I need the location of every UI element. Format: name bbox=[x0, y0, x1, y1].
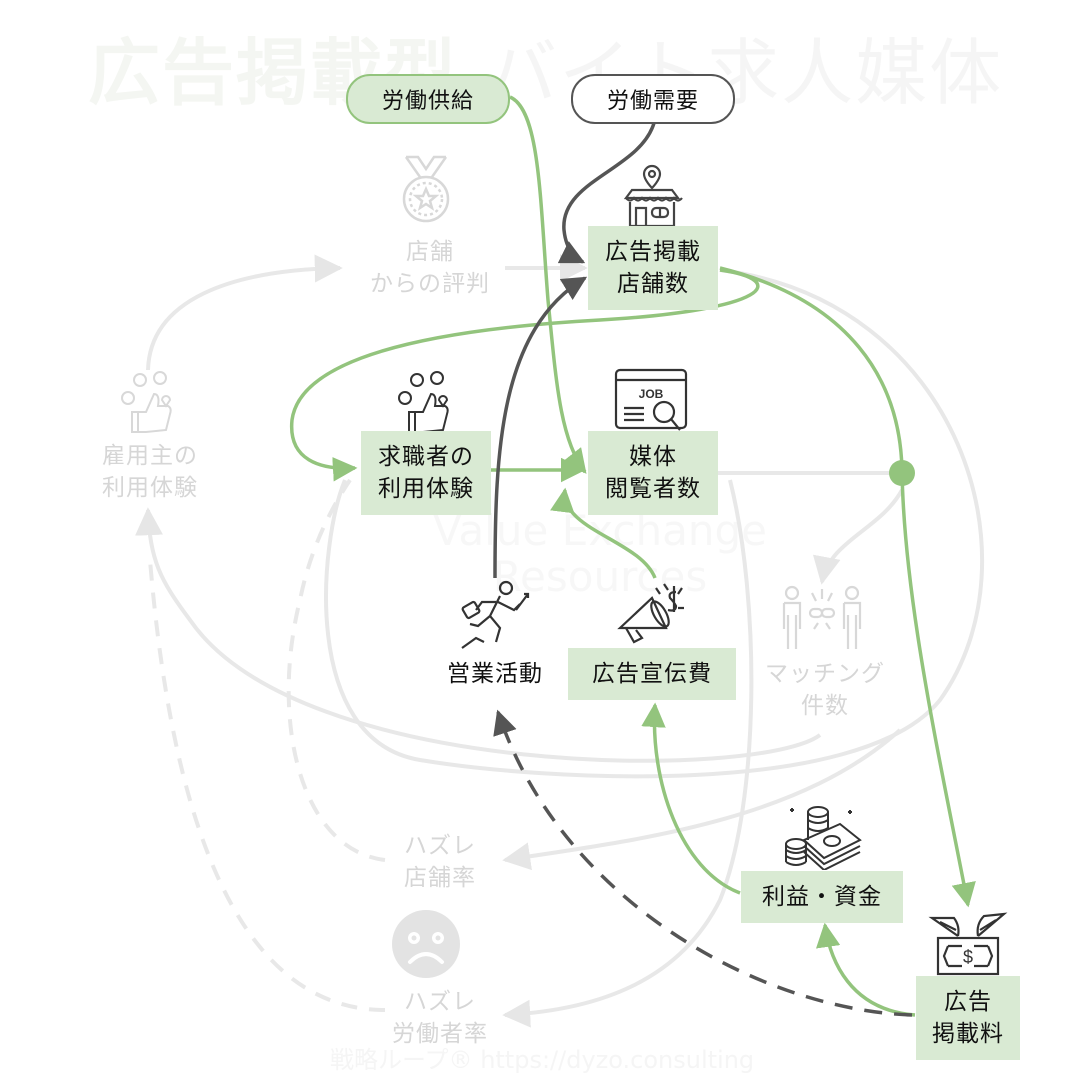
edge-demand-to-stores bbox=[557, 122, 656, 264]
edge-adspend-to-viewers bbox=[550, 487, 657, 579]
running-businessman-icon bbox=[461, 580, 530, 649]
edge-miss-store-to-seeker bbox=[286, 478, 386, 862]
node-sales-activity[interactable]: 営業活動 bbox=[447, 661, 543, 687]
feedback-thumbs-up-icon bbox=[398, 371, 449, 433]
edge-employer-to-reputation bbox=[146, 254, 343, 371]
feedback-thumbs-up-icon bbox=[121, 371, 172, 433]
node-ad-spend[interactable]: 広告宣伝費 bbox=[568, 648, 736, 700]
edge-viewers-down bbox=[502, 479, 754, 1028]
node-employer-experience[interactable]: 雇用主の 利用体験 bbox=[102, 443, 198, 501]
node-media-viewers[interactable]: 媒体 閲覧者数 bbox=[588, 431, 718, 515]
sad-face-icon bbox=[392, 910, 460, 978]
node-ad-stores[interactable]: 広告掲載 店舗数 bbox=[588, 226, 718, 310]
edge-miss-worker-to-employer bbox=[148, 559, 386, 1012]
watermark-line1: Value Exchange bbox=[433, 506, 767, 555]
footer-credit: 戦略ループ® https://dyzo.consulting bbox=[330, 1046, 755, 1074]
svg-text:JOB: JOB bbox=[639, 387, 664, 401]
node-profit-funds[interactable]: 利益・資金 bbox=[741, 871, 903, 923]
junction-dot bbox=[889, 460, 915, 486]
flying-money-icon: $ bbox=[928, 912, 1008, 976]
edge-matching-to-employer bbox=[135, 507, 822, 763]
job-search-icon: JOB bbox=[614, 368, 688, 431]
store-location-icon bbox=[623, 164, 683, 228]
node-label: 労働需要 bbox=[606, 89, 699, 114]
edge-fee-to-sales bbox=[493, 709, 913, 1017]
edge-stores-to-fee bbox=[719, 266, 976, 908]
edge-node-to-matching bbox=[812, 489, 904, 585]
megaphone-money-icon bbox=[617, 583, 684, 644]
node-label: 労働供給 bbox=[381, 89, 474, 114]
edge-fee-to-profit bbox=[815, 922, 916, 1017]
node-labor-supply[interactable]: 労働供給 bbox=[346, 74, 510, 124]
node-miss-worker-rate[interactable]: ハズレ 労働者率 bbox=[392, 989, 488, 1047]
edge-profit-to-adspend bbox=[641, 702, 741, 895]
node-seeker-experience[interactable]: 求職者の 利用体験 bbox=[361, 431, 491, 515]
svg-text:$: $ bbox=[963, 947, 973, 967]
edge-stores-to-seeker bbox=[290, 268, 760, 482]
node-store-reputation[interactable]: 店舗 からの評判 bbox=[370, 239, 490, 297]
node-labor-demand[interactable]: 労働需要 bbox=[571, 74, 735, 124]
node-miss-store-rate[interactable]: ハズレ 店舗率 bbox=[404, 833, 476, 891]
medal-icon bbox=[402, 155, 450, 223]
edge-matching-to-miss-store bbox=[502, 728, 902, 871]
money-stack-icon bbox=[785, 806, 862, 870]
people-link-icon bbox=[782, 585, 862, 649]
node-matching-count[interactable]: マッチング 件数 bbox=[765, 661, 885, 719]
edge-stores-loop-right bbox=[324, 268, 985, 779]
node-ad-fee[interactable]: 広告 掲載料 bbox=[916, 976, 1020, 1060]
edge-supply-to-viewers bbox=[509, 95, 587, 474]
edge-sales-to-stores bbox=[493, 276, 588, 579]
